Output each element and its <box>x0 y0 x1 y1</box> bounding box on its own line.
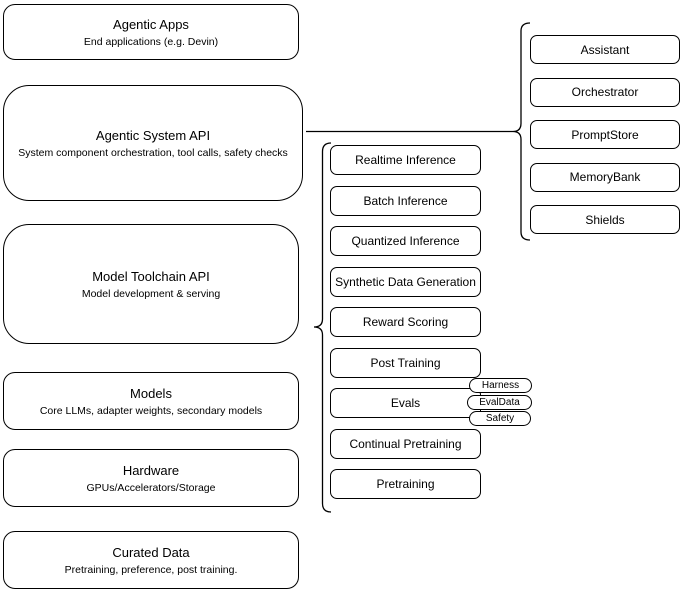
node-model-toolchain-api: Model Toolchain API Model development & … <box>3 224 299 344</box>
node-title: Hardware <box>122 462 180 478</box>
tag-harness: Harness <box>469 378 532 393</box>
node-subtitle: Pretraining, preference, post training. <box>64 563 238 576</box>
node-orchestrator: Orchestrator <box>530 77 680 107</box>
node-title: Agentic System API <box>95 127 211 143</box>
node-title: Agentic Apps <box>113 16 189 32</box>
node-realtime-inference: Realtime Inference <box>330 145 481 175</box>
node-promptstore: PromptStore <box>530 120 680 150</box>
node-quantized-inference: Quantized Inference <box>330 226 481 256</box>
toolchain-column: Realtime Inference Batch Inference Quant… <box>330 145 481 499</box>
node-subtitle: GPUs/Accelerators/Storage <box>86 481 216 494</box>
node-curated-data: Curated Data Pretraining, preference, po… <box>3 531 299 589</box>
node-agentic-apps: Agentic Apps End applications (e.g. Devi… <box>3 4 299 60</box>
node-assistant: Assistant <box>530 35 680 64</box>
node-reward-scoring: Reward Scoring <box>330 307 481 337</box>
node-subtitle: Model development & serving <box>81 287 221 300</box>
node-subtitle: Core LLMs, adapter weights, secondary mo… <box>39 404 263 417</box>
node-batch-inference: Batch Inference <box>330 185 481 216</box>
node-models: Models Core LLMs, adapter weights, secon… <box>3 372 299 430</box>
node-pretraining: Pretraining <box>330 469 481 499</box>
node-agentic-system-api: Agentic System API System component orch… <box>3 85 303 201</box>
node-synthetic-data-generation: Synthetic Data Generation <box>330 266 481 297</box>
tag-evaldata: EvalData <box>467 395 532 410</box>
node-subtitle: End applications (e.g. Devin) <box>83 35 219 48</box>
node-title: Model Toolchain API <box>92 268 210 284</box>
toolchain-brace <box>313 142 332 513</box>
node-memorybank: MemoryBank <box>530 162 680 192</box>
node-hardware: Hardware GPUs/Accelerators/Storage <box>3 449 299 507</box>
node-subtitle: System component orchestration, tool cal… <box>18 146 288 159</box>
node-title: Models <box>130 385 172 401</box>
tag-safety: Safety <box>469 411 531 426</box>
node-continual-pretraining: Continual Pretraining <box>330 428 481 459</box>
node-title: Curated Data <box>112 544 190 560</box>
node-post-training: Post Training <box>330 347 481 378</box>
system-components-column: Assistant Orchestrator PromptStore Memor… <box>530 35 680 235</box>
node-shields: Shields <box>530 205 680 235</box>
system-brace <box>512 22 531 241</box>
node-evals: Evals <box>330 388 481 418</box>
